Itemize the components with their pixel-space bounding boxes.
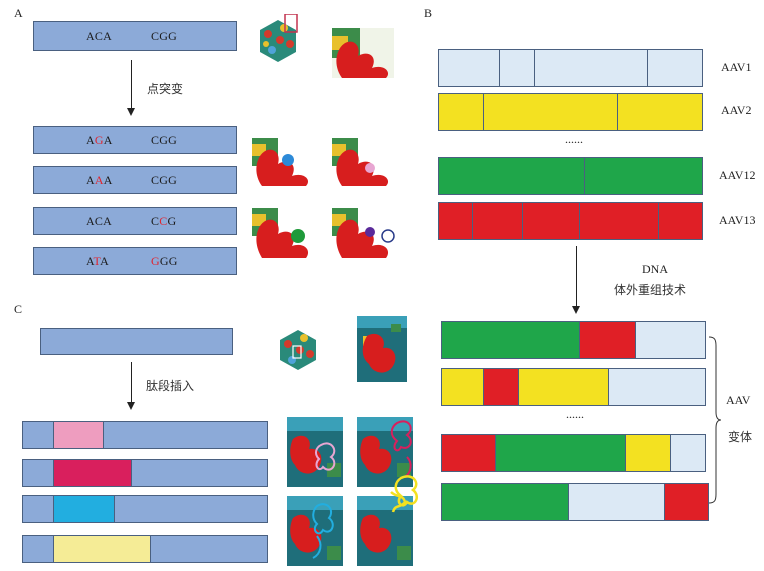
panel-b-label: B [424, 6, 433, 20]
peptide-surface-3-icon [287, 496, 343, 566]
segment-divider [472, 203, 473, 239]
codon-2: CGG [151, 173, 177, 187]
peptide-insert-pink [53, 422, 104, 448]
segment-divider [522, 203, 523, 239]
segment-divider [579, 203, 580, 239]
arrow-recombination [576, 246, 577, 308]
insertion-bar-1 [22, 421, 268, 449]
peptide-surface-2-icon [357, 417, 413, 487]
insertion-bar-3 [22, 495, 268, 523]
segment-divider [617, 94, 618, 130]
serotype-bar-aav13 [438, 202, 703, 240]
capsid-bar-original [40, 328, 233, 355]
serotype-label-aav1: AAV1 [721, 60, 752, 74]
sequence-bar-mutant-4: ATA GGG [33, 247, 237, 275]
recombination-technique-label: 体外重组技术 [614, 283, 687, 297]
segment-red [442, 435, 496, 471]
mutant-surface-4-icon [332, 208, 398, 258]
peptide-insert-cyan [53, 496, 115, 522]
panel-a-label: A [14, 6, 23, 20]
sequence-bar-original: ACA CGG [33, 21, 237, 51]
peptide-insertion-label: 肽段插入 [146, 379, 195, 393]
segment-green [442, 322, 580, 358]
segment-divider [647, 50, 648, 86]
codon-2: CGG [151, 29, 177, 43]
serotype-bar-aav1 [438, 49, 703, 87]
insertion-bar-2 [22, 459, 268, 487]
panel-c-label: C [14, 302, 23, 316]
peptide-insert-magenta [53, 460, 132, 486]
sequence-bar-mutant-2: AAA CGG [33, 166, 237, 194]
variant-ellipsis: ...... [566, 407, 584, 421]
segment-red [580, 322, 636, 358]
codon-2: GGG [151, 254, 178, 268]
segment-divider [584, 158, 585, 194]
variant-bar-3 [441, 434, 706, 472]
segment-divider [483, 94, 484, 130]
mutant-surface-2-icon [332, 138, 394, 186]
segment-yellow [626, 435, 671, 471]
segment-divider [534, 50, 535, 86]
codon-1: AGA [86, 133, 113, 147]
segment-green [442, 484, 569, 520]
codon-1: AAA [86, 173, 113, 187]
aav-variant-label-line2: 变体 [728, 430, 753, 444]
segment-red [484, 369, 519, 405]
capsid-structure-icon [260, 14, 298, 62]
variant-bar-1 [441, 321, 706, 359]
arrow-head [572, 306, 580, 314]
segment-divider [499, 50, 500, 86]
segment-red [664, 484, 708, 520]
serotype-label-aav2: AAV2 [721, 103, 752, 117]
codon-1: ACA [86, 214, 112, 228]
codon-1: ACA [86, 29, 112, 43]
peptide-surface-1-icon [287, 417, 343, 487]
sequence-bar-mutant-3: ACA CCG [33, 207, 237, 235]
segment-yellow [442, 369, 484, 405]
segment-yellow [519, 369, 609, 405]
arrow-peptide-insertion [131, 362, 132, 404]
mutant-surface-1-icon [252, 138, 314, 186]
arrow-head [127, 108, 135, 116]
sequence-bar-mutant-1: AGA CGG [33, 126, 237, 154]
serotype-label-aav13: AAV13 [719, 213, 756, 227]
variant-bracket [708, 336, 722, 504]
serotype-bar-aav12 [438, 157, 703, 195]
peptide-surface-4-icon [357, 475, 418, 566]
dna-label: DNA [642, 262, 668, 276]
codon-1: ATA [86, 254, 109, 268]
capsid-structure-icon-c [280, 330, 316, 370]
serotype-label-aav12: AAV12 [719, 168, 756, 182]
aav-variant-label-line1: AAV [726, 393, 751, 407]
segment-divider [658, 203, 659, 239]
variant-bar-4 [441, 483, 709, 521]
surface-zoom-icon [332, 28, 394, 78]
insertion-bar-4 [22, 535, 268, 563]
mutant-surface-3-icon [252, 208, 314, 258]
peptide-insert-yellow [53, 536, 151, 562]
capsid-surface-zoom-icon [357, 316, 407, 382]
segment-green [496, 435, 626, 471]
codon-2: CCG [151, 214, 177, 228]
arrow-head [127, 402, 135, 410]
variant-bar-2 [441, 368, 706, 406]
point-mutation-label: 点突变 [147, 82, 184, 96]
serotype-ellipsis: ...... [565, 132, 583, 146]
serotype-bar-aav2 [438, 93, 703, 131]
codon-2: CGG [151, 133, 177, 147]
arrow-point-mutation [131, 60, 132, 110]
